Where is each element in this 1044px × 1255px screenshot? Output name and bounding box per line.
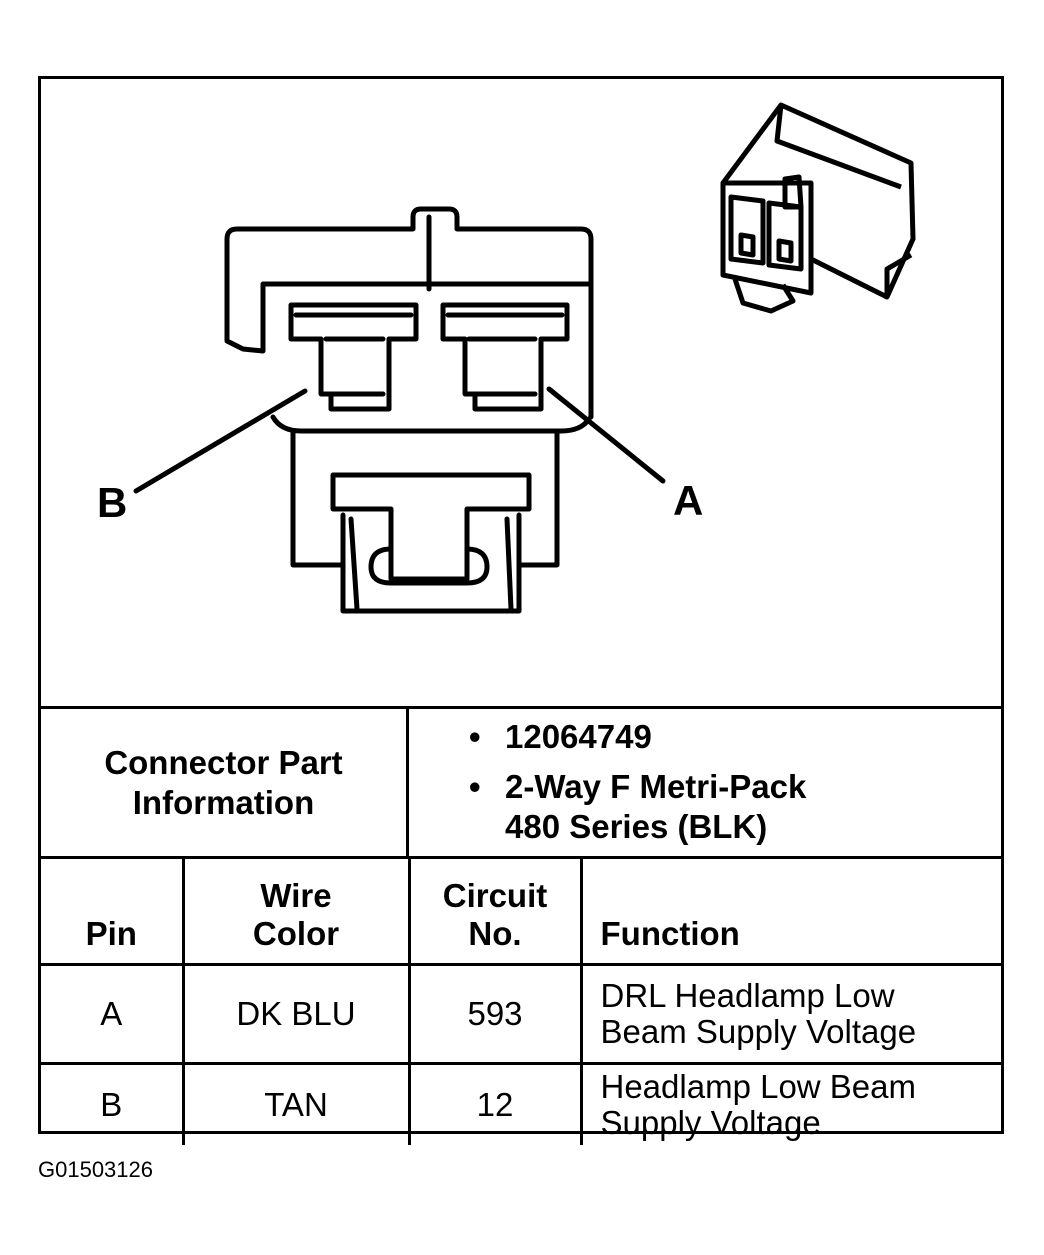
connector-description-line1: 2-Way F Metri-Pack	[505, 768, 807, 805]
connector-part-info-label: Connector Part Information	[41, 709, 409, 856]
terminal-cavity-a-inner	[445, 312, 565, 397]
pin-table: Pin Wire Color Circuit No. Function A DK…	[41, 856, 1001, 1145]
header-pin: Pin	[41, 856, 185, 966]
row-wire-color: DK BLU	[181, 963, 411, 1065]
terminal-cavity-b-inner	[293, 312, 414, 397]
row-circuit-no: 593	[407, 963, 583, 1065]
connector-part-info-values: • 12064749 • 2-Way F Metri-Pack 480 Seri…	[409, 709, 1001, 856]
terminal-cavity-a	[440, 302, 570, 412]
connector-latch-tab	[340, 512, 522, 614]
header-circuit-line1: Circuit	[442, 877, 548, 914]
header-wire-color: Wire Color	[181, 856, 411, 966]
row-function-line1: Headlamp Low Beam	[600, 1068, 917, 1105]
connector-latch-slot	[368, 546, 490, 586]
header-function: Function	[579, 856, 1001, 966]
row-function-line2: Beam Supply Voltage	[600, 1013, 917, 1050]
bullet-icon: •	[469, 768, 481, 805]
part-number-item: • 12064749	[469, 717, 1001, 757]
connector-description-item: • 2-Way F Metri-Pack 480 Series (BLK)	[469, 767, 1001, 847]
leader-line-a	[546, 386, 666, 484]
row-function-line2: Supply Voltage	[600, 1104, 821, 1141]
connector-isometric-view	[720, 102, 916, 314]
row-circuit-no: 12	[407, 1062, 583, 1145]
connector-diagram-frame: B A Connector Part Information • 1206474…	[38, 76, 1004, 1145]
reference-code: G01503126	[38, 1157, 153, 1182]
connector-description-line2: 480 Series (BLK)	[505, 808, 768, 845]
connector-info-label-line1: Connector Part	[104, 743, 343, 781]
pin-label-a: A	[673, 477, 703, 524]
connector-drawing: B A	[97, 102, 916, 614]
row-function: Headlamp Low Beam Supply Voltage	[579, 1062, 1001, 1145]
leader-line-b	[133, 388, 308, 494]
row-pin: B	[41, 1062, 185, 1145]
bullet-icon: •	[469, 718, 481, 755]
header-function-label: Function	[600, 915, 740, 952]
pin-table-header: Pin Wire Color Circuit No. Function	[41, 856, 1001, 966]
connector-part-information: Connector Part Information • 12064749 • …	[41, 706, 1001, 856]
header-circuit-line2: No.	[468, 915, 522, 952]
row-function: DRL Headlamp Low Beam Supply Voltage	[579, 963, 1001, 1065]
header-wire-color-line1: Wire	[260, 877, 332, 914]
header-circuit-no: Circuit No.	[407, 856, 583, 966]
header-wire-color-line2: Color	[252, 915, 340, 952]
connector-info-label-line2: Information	[132, 783, 315, 821]
row-function-line1: DRL Headlamp Low	[600, 977, 895, 1014]
header-pin-label: Pin	[85, 915, 137, 952]
connector-face-inner-ledge	[270, 414, 592, 434]
row-pin: A	[41, 963, 185, 1065]
table-row: A DK BLU 593 DRL Headlamp Low Beam Suppl…	[41, 963, 1001, 1065]
connector-face-outline	[224, 206, 594, 420]
part-number: 12064749	[505, 718, 652, 755]
terminal-cavity-b	[288, 302, 419, 412]
connector-face-left-edge	[224, 274, 592, 354]
connector-latch-ribs	[348, 516, 514, 612]
connector-lower-housing	[290, 428, 560, 568]
connector-latch	[330, 472, 532, 582]
table-row: B TAN 12 Headlamp Low Beam Supply Voltag…	[41, 1062, 1001, 1145]
pin-label-b: B	[97, 479, 127, 526]
row-wire-color: TAN	[181, 1062, 411, 1145]
